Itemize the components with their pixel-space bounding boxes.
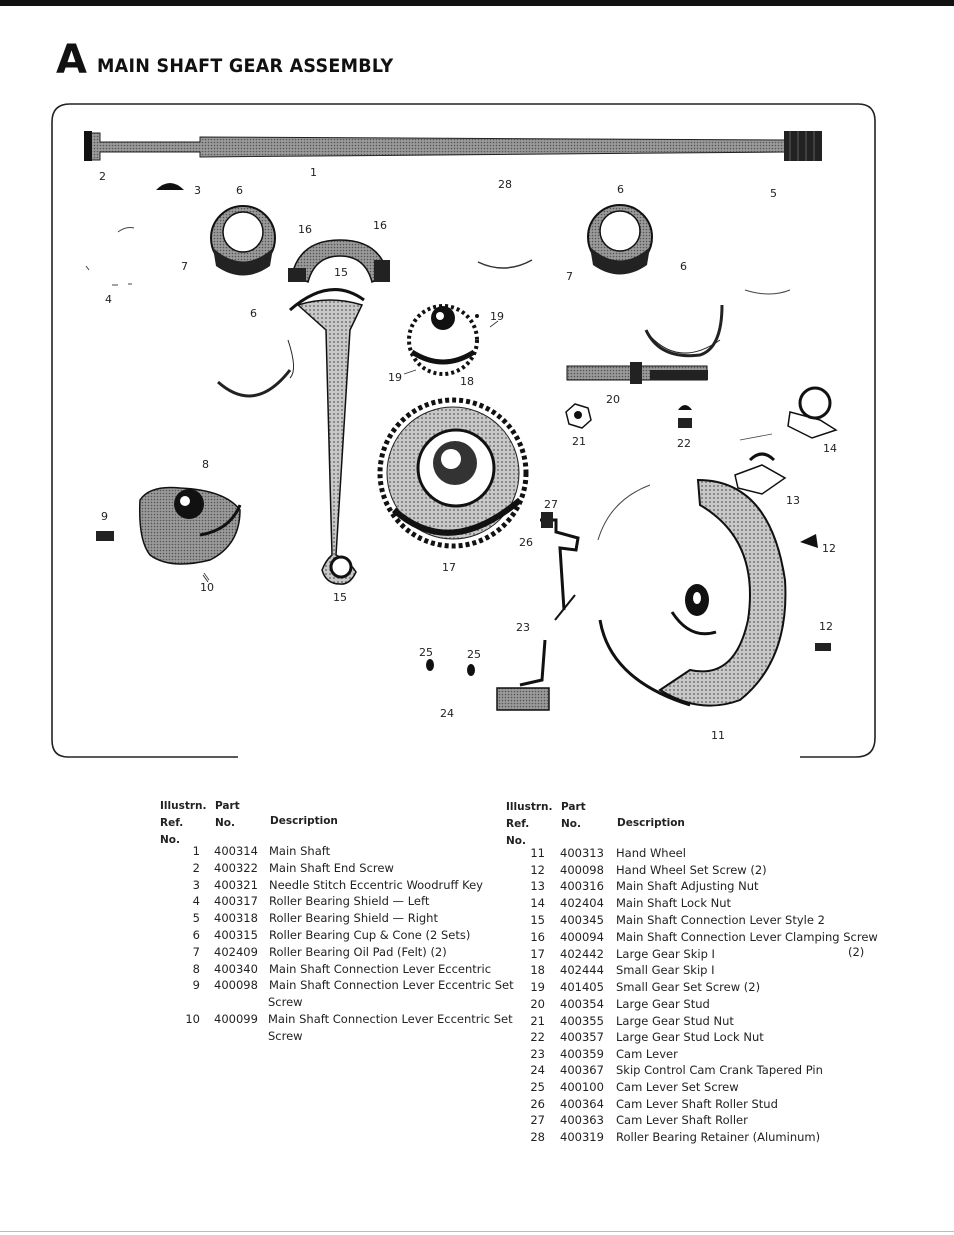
callout-16b: 16 bbox=[373, 219, 387, 232]
page-title: A MAIN SHAFT GEAR ASSEMBLY bbox=[56, 37, 419, 83]
woodruff-key-part bbox=[156, 183, 184, 190]
section-letter: A bbox=[56, 37, 87, 83]
header-description: Description bbox=[270, 815, 338, 827]
section-title: MAIN SHAFT GEAR ASSEMBLY bbox=[96, 55, 394, 77]
callout-25a: 25 bbox=[419, 646, 433, 659]
bearing-shield-right-part bbox=[744, 289, 791, 295]
header-part-line2: No. bbox=[561, 818, 581, 830]
callout-6b: 6 bbox=[617, 183, 624, 196]
roller-bearing-left-part bbox=[210, 205, 276, 276]
cam-lever-set-screw-b-part bbox=[467, 664, 475, 676]
eccentric-part bbox=[138, 486, 242, 565]
callout-12b: 12 bbox=[819, 620, 833, 633]
callout-13: 13 bbox=[786, 494, 800, 507]
set-screw-9-part bbox=[96, 531, 114, 541]
callout-7a: 7 bbox=[181, 260, 188, 273]
callout-21: 21 bbox=[572, 435, 586, 448]
adjusting-nut-part bbox=[734, 433, 787, 495]
cam-lever-set-screw-a-part bbox=[426, 659, 434, 671]
gear-stud-lock-nut-part bbox=[678, 405, 692, 428]
callout-16a: 16 bbox=[298, 223, 312, 236]
header-ref-line2: Ref. No. bbox=[506, 818, 530, 847]
header-ref-line1: Illustrn. bbox=[160, 800, 207, 812]
callout-24: 24 bbox=[440, 707, 454, 720]
callout-28: 28 bbox=[498, 178, 512, 191]
callout-25b: 25 bbox=[467, 648, 481, 661]
exploded-parts-diagram: 1 2 3 4 5 6 6 6 6 7 7 8 9 10 11 12 12 13… bbox=[51, 103, 876, 758]
header-ref-line2: Ref. No. bbox=[160, 817, 184, 846]
callout-19a: 19 bbox=[490, 310, 504, 323]
callout-7b: 7 bbox=[566, 270, 573, 283]
callout-8: 8 bbox=[202, 458, 209, 471]
main-shaft-lock-nut-part bbox=[787, 386, 838, 439]
callout-17: 17 bbox=[442, 561, 456, 574]
header-part-line1: Part bbox=[561, 801, 586, 813]
callout-3: 3 bbox=[194, 184, 201, 197]
bearing-cup-right-part bbox=[644, 304, 724, 358]
header-description: Description bbox=[617, 817, 685, 829]
main-shaft-part bbox=[84, 131, 822, 161]
callout-6c: 6 bbox=[250, 307, 257, 320]
callout-9: 9 bbox=[101, 510, 108, 523]
hand-wheel-set-screw-2-part bbox=[815, 643, 831, 651]
callout-4: 4 bbox=[105, 293, 112, 306]
callout-14: 14 bbox=[823, 442, 837, 455]
callout-10: 10 bbox=[200, 581, 214, 594]
bearing-cup-left-part bbox=[217, 339, 294, 398]
cam-lever-shaft-roller-part bbox=[541, 512, 553, 528]
set-screw-10-part bbox=[202, 574, 209, 583]
callout-6a: 6 bbox=[236, 184, 243, 197]
header-part-line2: No. bbox=[215, 817, 235, 829]
header-part-line1: Part bbox=[215, 800, 240, 812]
callout-15b: 15 bbox=[333, 591, 347, 604]
callout-15a: 15 bbox=[334, 266, 348, 279]
roller-bearing-right-part bbox=[587, 204, 653, 275]
callout-26: 26 bbox=[519, 536, 533, 549]
callout-11: 11 bbox=[711, 729, 725, 742]
diagram-frame bbox=[51, 103, 876, 758]
callout-5: 5 bbox=[770, 187, 777, 200]
callout-20: 20 bbox=[606, 393, 620, 406]
callout-23: 23 bbox=[516, 621, 530, 634]
callout-22: 22 bbox=[677, 437, 691, 450]
cam-lever-part bbox=[496, 518, 580, 711]
callout-1: 1 bbox=[310, 166, 317, 179]
hand-wheel-set-screw-part bbox=[800, 534, 818, 548]
bottom-rule bbox=[0, 1231, 954, 1232]
bearing-retainer-part bbox=[477, 259, 533, 269]
connection-lever-part bbox=[288, 239, 390, 585]
header-ref-line1: Illustrn. bbox=[506, 801, 553, 813]
large-gear-part bbox=[377, 397, 529, 549]
callout-12a: 12 bbox=[822, 542, 836, 555]
callout-6d: 6 bbox=[680, 260, 687, 273]
small-gear-part bbox=[407, 304, 479, 376]
callout-2: 2 bbox=[99, 170, 106, 183]
bearing-shield-left-part bbox=[85, 227, 135, 286]
large-gear-stud-part bbox=[566, 362, 708, 384]
callout-27: 27 bbox=[544, 498, 558, 511]
top-rule bbox=[0, 0, 954, 6]
callout-19b: 19 bbox=[388, 371, 402, 384]
small-gear-set-screw-part bbox=[475, 314, 479, 318]
hand-wheel-part bbox=[597, 478, 787, 707]
callout-18: 18 bbox=[460, 375, 474, 388]
